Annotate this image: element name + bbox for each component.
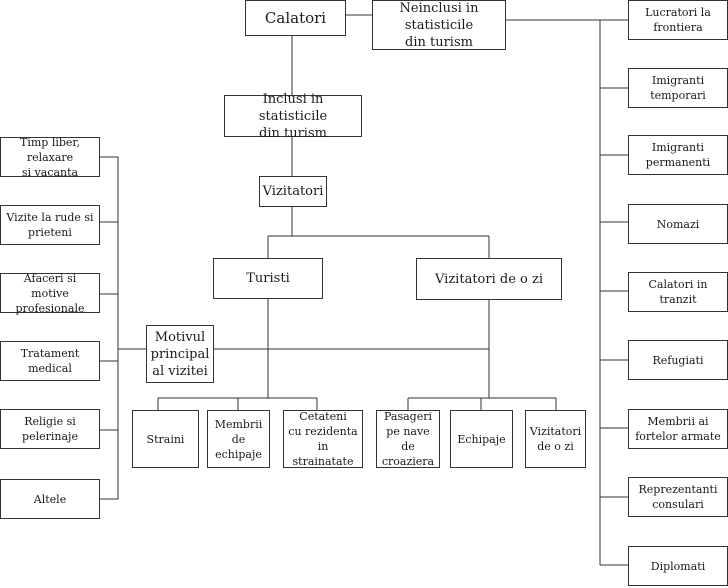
node-straini: Straini	[132, 410, 199, 468]
excluded-calatori-tranzit: Calatori in tranzit	[628, 272, 728, 312]
node-calatori: Calatori	[245, 0, 346, 36]
excluded-membrii-fortelor-armate: Membrii ai fortelor armate	[628, 409, 728, 449]
excluded-refugiati: Refugiati	[628, 340, 728, 380]
excluded-imigranti-permanenti: Imigranti permanenti	[628, 135, 728, 175]
excluded-diplomati: Diplomati	[628, 546, 728, 586]
excluded-nomazi: Nomazi	[628, 204, 728, 244]
motive-afaceri: Afaceri si motive profesionale	[0, 272, 100, 315]
node-vizitatori: Vizitatori	[259, 176, 327, 207]
motive-tratament-medical: Tratament medical	[0, 341, 100, 381]
excluded-imigranti-temporari: Imigranti temporari	[628, 68, 728, 108]
motive-altele: Altele	[0, 479, 100, 519]
motive-religie: Religie si pelerinaje	[0, 409, 100, 449]
motive-vizite-rude: Vizite la rude si prieteni	[0, 205, 100, 245]
motive-timp-liber: Timp liber, relaxare si vacanta	[0, 136, 100, 179]
node-neinclusi: Neinclusi in statisticile din turism	[372, 0, 506, 50]
node-pasageri-croaziera: Pasageri pe nave de croaziera	[376, 410, 440, 468]
excluded-lucratori-frontiera: Lucratori la frontiera	[628, 0, 728, 40]
excluded-reprezentanti-consulari: Reprezentanti consulari	[628, 477, 728, 517]
node-vizitatori-de-o-zi: Vizitatori de o zi	[416, 258, 562, 300]
node-motivul-principal: Motivul principal al vizitei	[146, 325, 214, 383]
node-inclusi: Inclusi in statisticile din turism	[224, 92, 362, 141]
node-cetateni-rezidenta: Cetateni cu rezidenta in strainatate	[283, 410, 363, 468]
node-turisti: Turisti	[213, 258, 323, 299]
node-vizitatori-de-o-zi-leaf: Vizitatori de o zi	[525, 410, 586, 468]
node-membrii-de-echipaje: Membrii de echipaje	[207, 410, 270, 468]
node-echipaje: Echipaje	[450, 410, 513, 468]
